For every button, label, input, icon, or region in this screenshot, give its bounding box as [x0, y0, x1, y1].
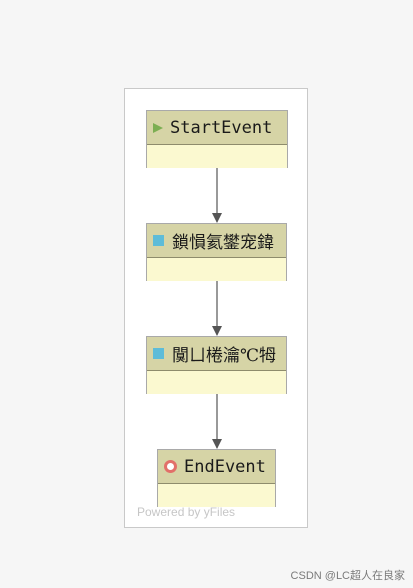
end-event-node[interactable]: EndEvent [157, 449, 276, 507]
end-event-label: EndEvent [184, 456, 266, 477]
start-event-label: StartEvent [170, 117, 273, 138]
task-node-2[interactable]: 闃ㄩ棬瀹℃牳 [146, 336, 287, 394]
start-event-body [147, 145, 287, 168]
task-node-1[interactable]: 鎖愪氦鐢宠鍏 [146, 223, 287, 281]
play-icon [153, 122, 163, 133]
watermark-label: CSDN @LC超人在良家 [290, 570, 405, 582]
end-event-header: EndEvent [158, 450, 275, 484]
task-1-body [147, 258, 286, 281]
task-2-label: 闃ㄩ棬瀹℃牳 [172, 346, 277, 366]
start-event-node[interactable]: StartEvent [146, 110, 288, 168]
square-icon [153, 235, 164, 246]
ring-icon [164, 460, 177, 473]
task-1-header: 鎖愪氦鐢宠鍏 [147, 224, 286, 258]
start-event-header: StartEvent [147, 111, 287, 145]
task-1-label: 鎖愪氦鐢宠鍏 [172, 233, 274, 253]
end-event-body [158, 484, 275, 507]
task-2-body [147, 371, 286, 394]
powered-by-label: Powered by yFiles [137, 505, 236, 519]
square-icon [153, 348, 164, 359]
task-2-header: 闃ㄩ棬瀹℃牳 [147, 337, 286, 371]
